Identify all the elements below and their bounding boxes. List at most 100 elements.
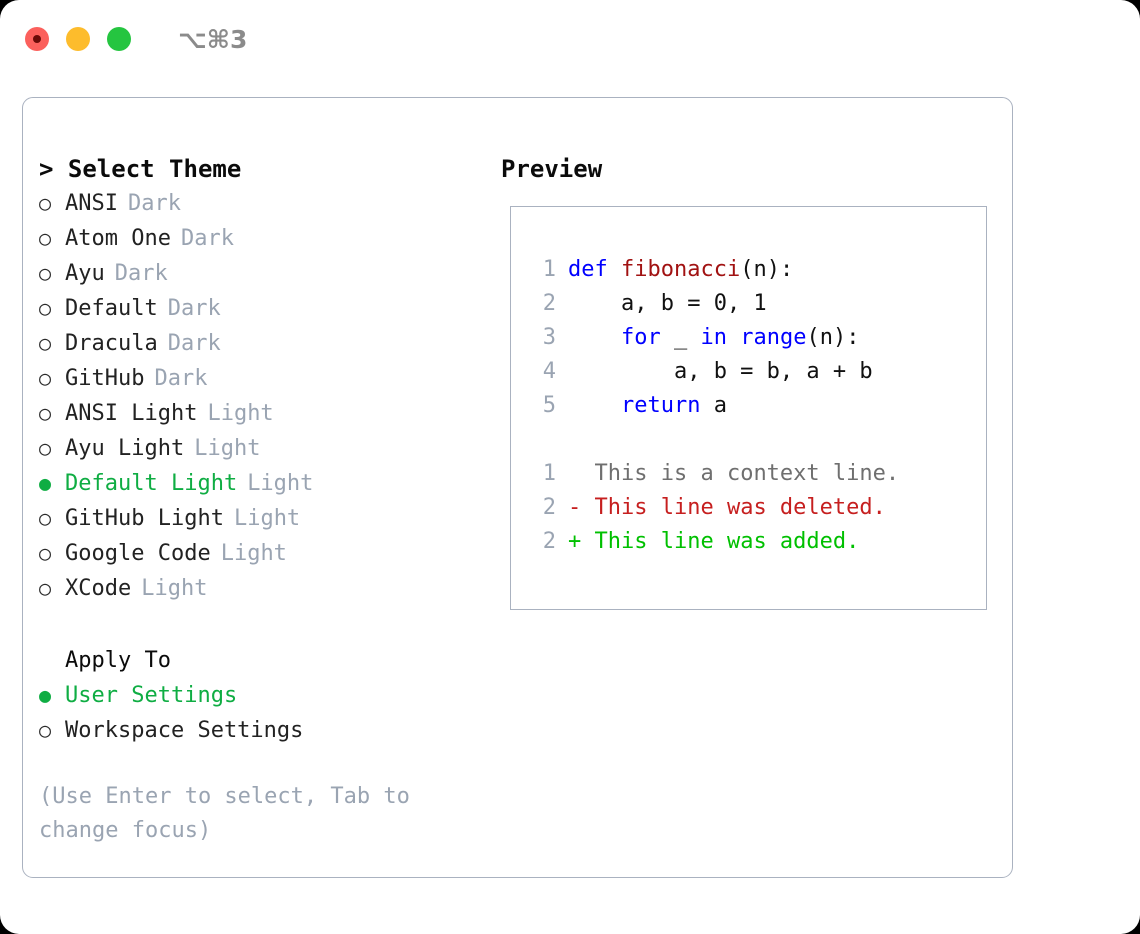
- theme-name-label: XCode: [65, 576, 132, 601]
- title-bar: ⌥⌘3: [0, 0, 1140, 78]
- code-token: a, b = b, a + b: [568, 359, 873, 384]
- code-line: 3 for _ in range(n):: [528, 321, 980, 355]
- line-number: 1: [542, 257, 556, 282]
- diff-line: 2- This line was deleted.: [528, 491, 980, 525]
- code-text: def fibonacci(n):: [568, 253, 793, 287]
- theme-name-label: ANSI: [65, 191, 118, 216]
- theme-name-label: GitHub Light: [65, 506, 224, 531]
- theme-mode-tag: Dark: [167, 296, 221, 321]
- keyboard-shortcut-label: ⌥⌘3: [178, 24, 248, 54]
- theme-mode-tag: Dark: [180, 226, 234, 251]
- apply-to-label: Workspace Settings: [65, 718, 304, 743]
- radio-unselected-icon[interactable]: ○: [39, 576, 52, 600]
- code-text: for _ in range(n):: [568, 321, 859, 355]
- theme-name-label: Ayu: [65, 261, 105, 286]
- theme-name-label: GitHub: [65, 366, 145, 391]
- close-button[interactable]: [25, 27, 49, 51]
- code-token: return: [620, 393, 701, 418]
- radio-selected-icon[interactable]: ●: [39, 471, 52, 495]
- diff-content: This line was added.: [594, 529, 860, 554]
- diff-text: This is a context line.: [568, 457, 900, 491]
- code-token: (n):: [740, 257, 794, 282]
- code-token: in: [700, 325, 727, 350]
- code-diff-spacer: [528, 423, 980, 457]
- code-line: 1 def fibonacci(n):: [528, 253, 980, 287]
- radio-unselected-icon[interactable]: ○: [39, 541, 52, 565]
- line-number: 3: [542, 325, 556, 350]
- apply-to-option[interactable]: ○ Workspace Settings: [39, 713, 499, 748]
- diff-sign: [568, 461, 595, 486]
- radio-unselected-icon[interactable]: ○: [39, 506, 52, 530]
- theme-list-item[interactable]: ○ Google Code Light: [39, 536, 499, 571]
- code-token: def: [568, 257, 621, 282]
- radio-unselected-icon[interactable]: ○: [39, 226, 52, 250]
- diff-text: + This line was added.: [568, 525, 859, 559]
- apply-to-options[interactable]: ● User Settings ○ Workspace Settings: [39, 678, 499, 748]
- code-token: [727, 325, 740, 350]
- apply-to-section: Apply To ●User Settings○Workspace Settin…: [39, 644, 499, 748]
- diff-sample: 1 This is a context line.2- This line wa…: [528, 457, 980, 559]
- radio-unselected-icon[interactable]: ○: [39, 366, 52, 390]
- diff-sign: -: [568, 495, 595, 520]
- code-token: range: [740, 325, 807, 350]
- theme-mode-tag: Dark: [127, 191, 181, 216]
- minimize-button[interactable]: [66, 27, 90, 51]
- zoom-button[interactable]: [107, 27, 131, 51]
- diff-line: 2 + This line was added.: [528, 525, 980, 559]
- code-token: [568, 325, 621, 350]
- code-token: for: [620, 325, 661, 350]
- diff-text: - This line was deleted.: [568, 491, 886, 525]
- theme-mode-tag: Light: [220, 541, 287, 566]
- theme-mode-tag: Light: [194, 436, 261, 461]
- select-theme-header: > Select Theme: [39, 155, 242, 183]
- code-text: a, b = b, a + b: [568, 355, 873, 389]
- theme-list-item[interactable]: ○ Ayu Dark: [39, 256, 499, 291]
- radio-unselected-icon[interactable]: ○: [39, 436, 52, 460]
- theme-list-item[interactable]: ○ ANSI Dark: [39, 186, 499, 221]
- apply-to-label: User Settings: [65, 683, 238, 708]
- line-number: 2: [542, 529, 556, 554]
- code-token: a, b = 0, 1: [568, 291, 767, 316]
- theme-mode-tag: Dark: [114, 261, 168, 286]
- radio-unselected-icon[interactable]: ○: [39, 718, 52, 742]
- code-token: a: [700, 393, 727, 418]
- radio-unselected-icon[interactable]: ○: [39, 331, 52, 355]
- code-text: return a: [568, 389, 727, 423]
- preview-header: Preview: [501, 155, 603, 183]
- apply-to-option[interactable]: ● User Settings: [39, 678, 499, 713]
- theme-name-label: Default Light: [65, 471, 238, 496]
- diff-content: This line was deleted.: [594, 495, 886, 520]
- theme-name-label: Dracula: [65, 331, 158, 356]
- code-line: 4 a, b = b, a + b: [528, 355, 980, 389]
- line-number: 2: [542, 495, 556, 520]
- window-controls: [25, 27, 131, 51]
- code-line: 2 a, b = 0, 1: [528, 287, 980, 321]
- line-number: 4: [542, 359, 556, 384]
- radio-unselected-icon[interactable]: ○: [39, 261, 52, 285]
- theme-name-label: ANSI Light: [65, 401, 198, 426]
- code-token: [568, 393, 621, 418]
- radio-unselected-icon[interactable]: ○: [39, 296, 52, 320]
- theme-name-label: Google Code: [65, 541, 211, 566]
- radio-selected-icon[interactable]: ●: [39, 683, 52, 707]
- code-text: a, b = 0, 1: [568, 287, 767, 321]
- radio-unselected-icon[interactable]: ○: [39, 401, 52, 425]
- diff-content: This is a context line.: [594, 461, 900, 486]
- line-number: 2: [542, 291, 556, 316]
- radio-unselected-icon[interactable]: ○: [39, 191, 52, 215]
